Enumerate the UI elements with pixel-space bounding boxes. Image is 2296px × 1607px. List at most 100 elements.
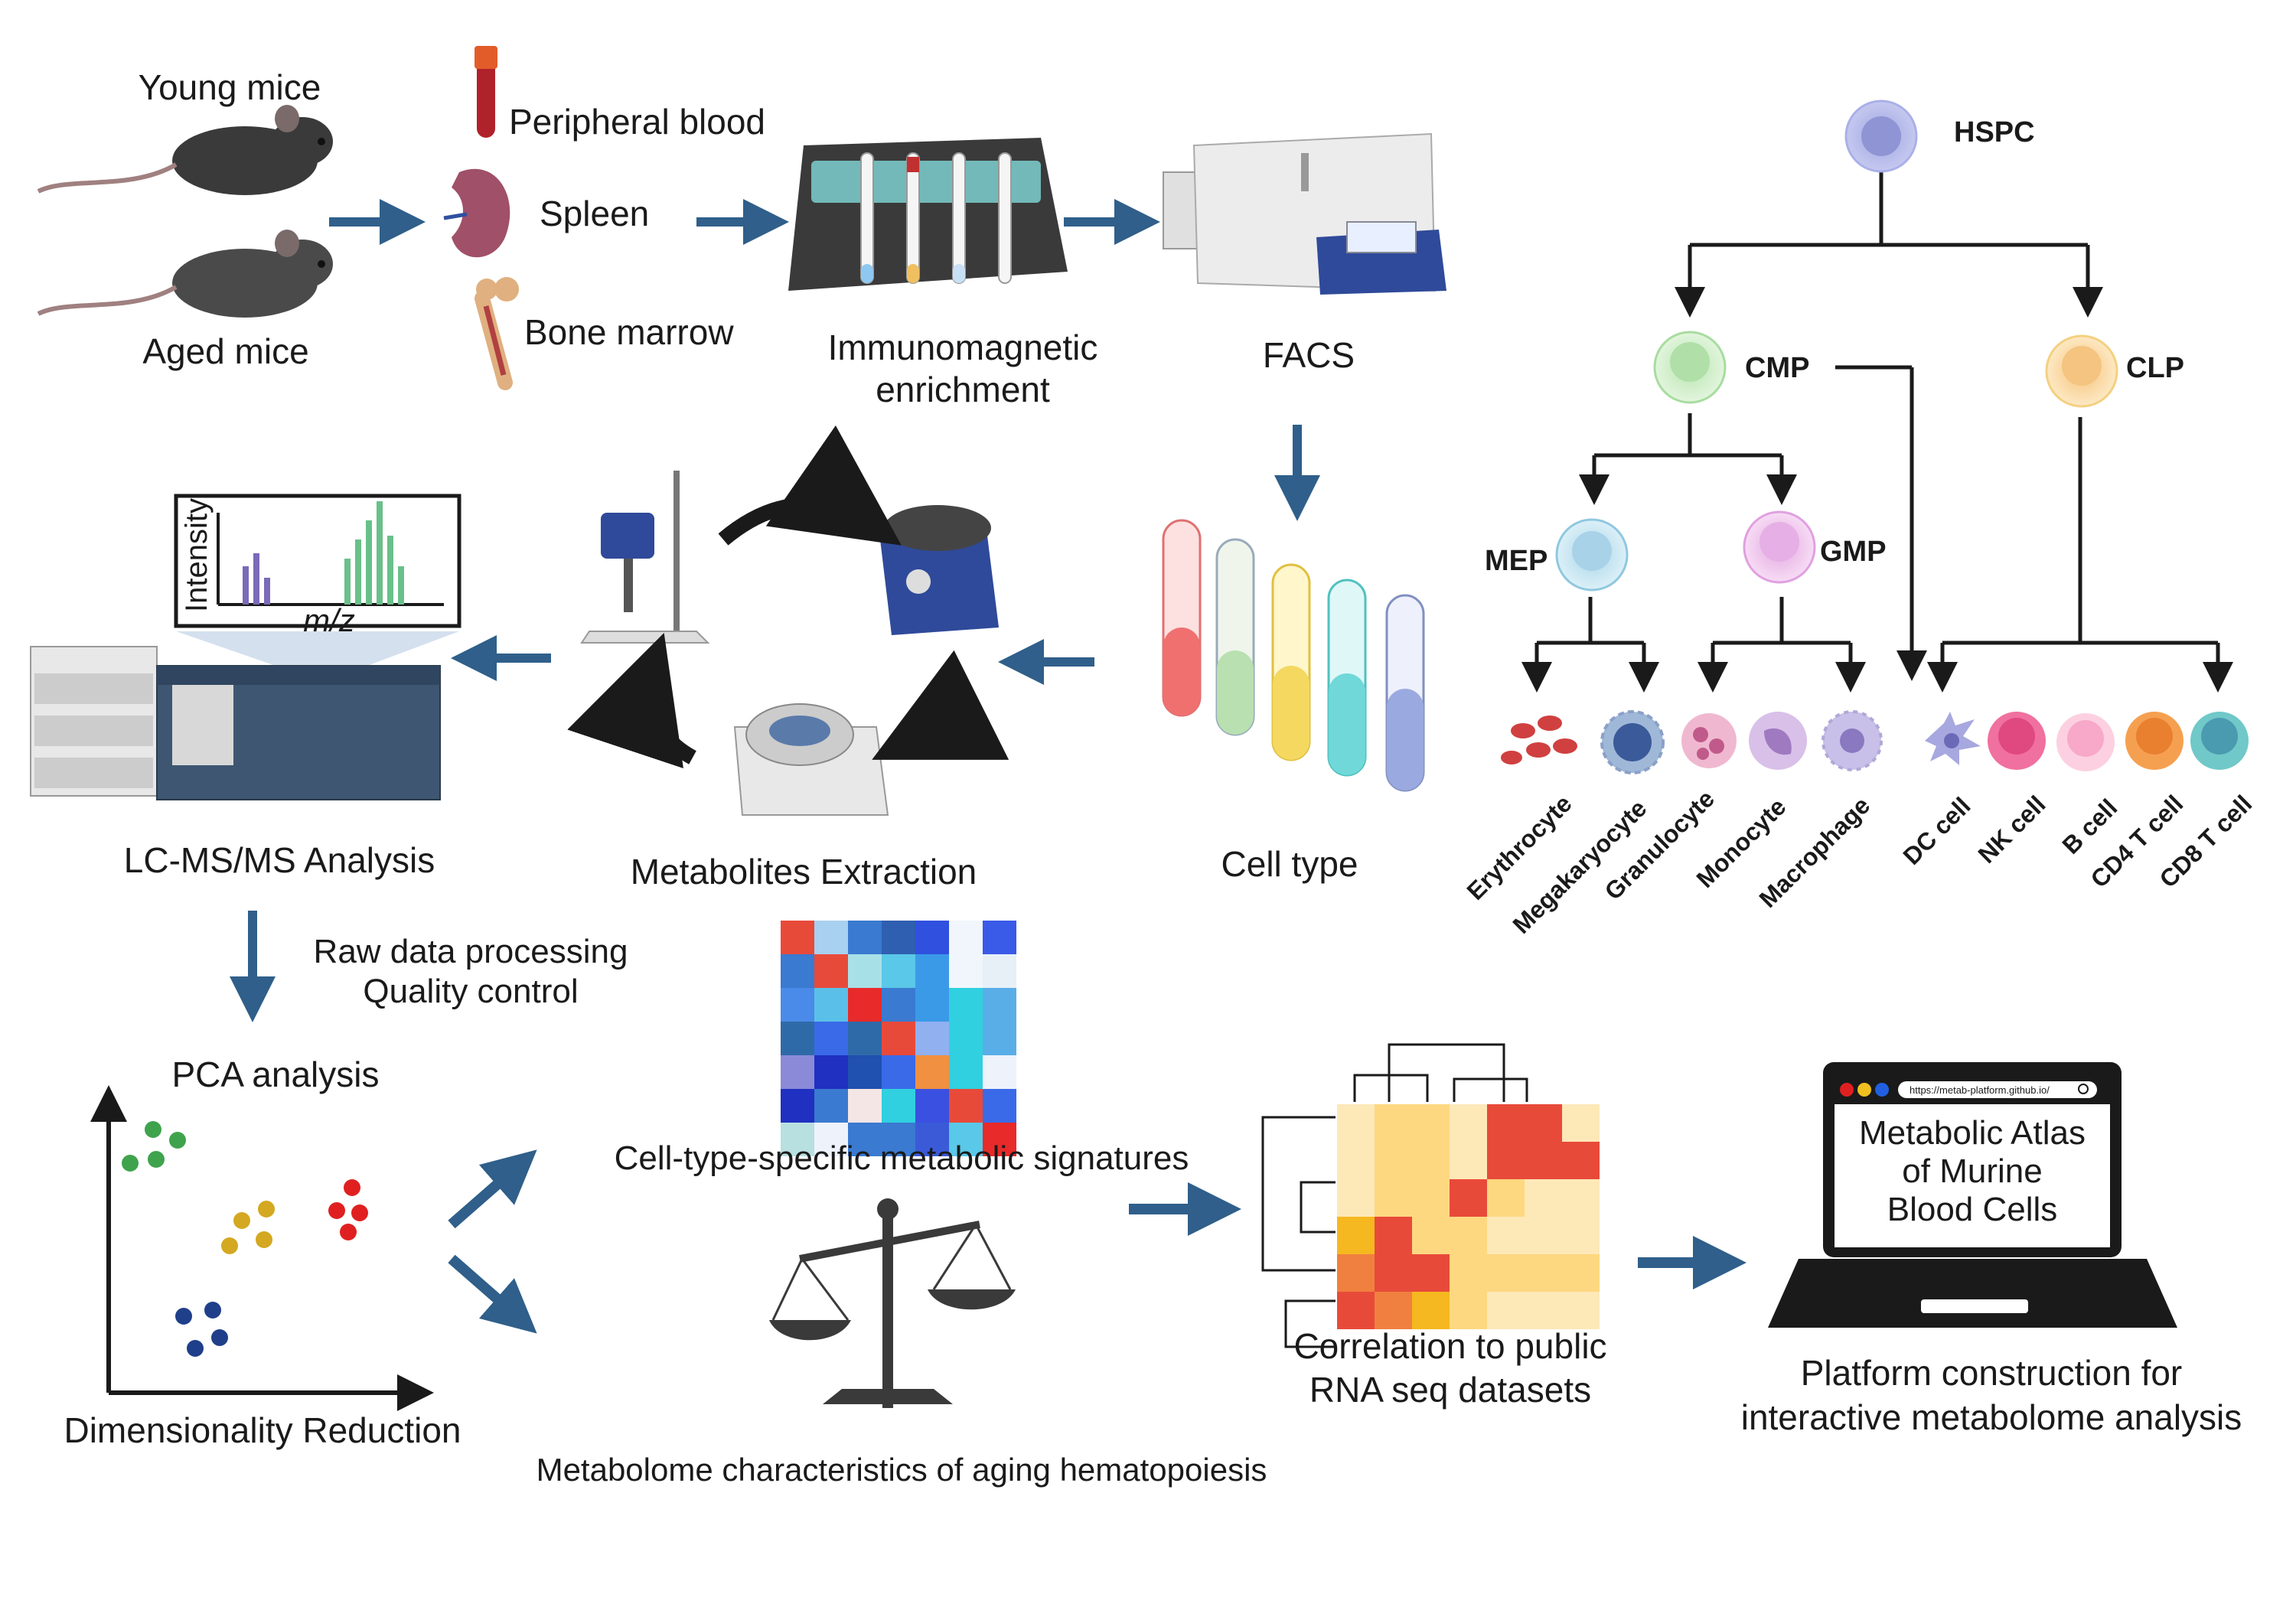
cmp-label: CMP xyxy=(1745,352,1809,384)
heatmap-cell xyxy=(949,988,983,1022)
bone-marrow-label: Bone marrow xyxy=(524,312,734,352)
heatmap-cell xyxy=(1375,1104,1412,1142)
heatmap-cell xyxy=(1525,1142,1562,1179)
heatmap-cell xyxy=(781,988,814,1022)
facs-machine-icon xyxy=(1163,132,1446,295)
search-icon[interactable] xyxy=(2078,1084,2089,1094)
heatmap-cell xyxy=(882,988,915,1022)
spectrum-ylabel: Intensity xyxy=(180,498,214,612)
pca-point xyxy=(233,1212,250,1229)
cell-type-label: Cell type xyxy=(1221,844,1358,884)
immunomagnetic-label-1: Immunomagnetic xyxy=(828,328,1098,367)
macrophage-cell-icon xyxy=(1821,710,1883,771)
platform-label-1: Platform construction for xyxy=(1801,1353,2183,1393)
sonicator-icon xyxy=(580,471,710,644)
heatmap-cell xyxy=(1375,1292,1412,1329)
young-mice-label: Young mice xyxy=(139,67,321,107)
heatmap-cell xyxy=(781,1055,814,1089)
pca-plot xyxy=(90,1085,434,1411)
metabolites-extraction-label: Metabolites Extraction xyxy=(631,852,977,892)
heatmap-cell xyxy=(882,954,915,988)
heatmap-cell xyxy=(1337,1217,1375,1254)
heatmap-cell xyxy=(949,1022,983,1055)
heatmap-cell xyxy=(1562,1179,1600,1217)
clp-cell-icon xyxy=(2045,334,2118,408)
cd4-t-cell-icon xyxy=(2125,712,2183,770)
heatmap-cell xyxy=(1375,1179,1412,1217)
cycle-arrow-right xyxy=(872,650,1009,760)
pca-point xyxy=(256,1231,272,1248)
heatmap-cell xyxy=(814,954,848,988)
dc-cell-icon xyxy=(1925,712,1981,765)
heatmap-cell xyxy=(1450,1142,1487,1179)
monocyte-cell-icon xyxy=(1749,712,1807,770)
heatmap-cell xyxy=(949,1055,983,1089)
heatmap-cell xyxy=(814,1022,848,1055)
heatmap-cell xyxy=(915,1089,949,1123)
nk-cell-icon xyxy=(1988,712,2046,770)
browser-dot-blue xyxy=(1875,1083,1889,1097)
heatmap-cell xyxy=(1562,1217,1600,1254)
heatmap-cell xyxy=(1412,1254,1450,1292)
heatmap-cell xyxy=(848,1022,882,1055)
heatmap-cell xyxy=(1412,1142,1450,1179)
pca-point xyxy=(204,1302,221,1319)
cycle-arrow-left xyxy=(567,633,697,769)
heatmap-cell xyxy=(1487,1142,1525,1179)
heatmap-cell xyxy=(781,954,814,988)
blood-tube-icon xyxy=(475,46,497,138)
url-field[interactable] xyxy=(1898,1081,2097,1098)
heatmap-cell xyxy=(1412,1179,1450,1217)
raw-data-processing-label: Raw data processing xyxy=(314,933,628,970)
heatmap-cell xyxy=(915,1022,949,1055)
young-mouse-icon xyxy=(37,105,333,195)
heatmap-cell xyxy=(1487,1104,1525,1142)
spectrum-plot: Intensity m/z xyxy=(174,494,461,638)
arrow-pca-to-aging xyxy=(448,1254,537,1334)
heatmap-cell xyxy=(983,921,1016,954)
heatmap-cell xyxy=(1450,1104,1487,1142)
dendrogram-left xyxy=(1261,1116,1336,1348)
heatmap-cell xyxy=(1562,1292,1600,1329)
atlas-title-1: Metabolic Atlas xyxy=(1859,1114,2086,1152)
spleen-icon xyxy=(443,168,510,258)
cycle-arrow-top xyxy=(718,425,902,546)
heatmap-cell xyxy=(915,1123,949,1156)
clp-label: CLP xyxy=(2126,352,2184,384)
heatmap-cell xyxy=(781,1123,814,1156)
pca-point xyxy=(187,1340,204,1357)
cell-type-tubes-icon xyxy=(1162,519,1425,792)
dimensionality-reduction-label: Dimensionality Reduction xyxy=(64,1410,461,1450)
heatmap-cell xyxy=(983,954,1016,988)
quality-control-label: Quality control xyxy=(363,973,578,1010)
heatmap-cell xyxy=(781,1089,814,1123)
magnetic-rack-icon xyxy=(788,138,1068,291)
url-text: https://metab-platform.github.io/ xyxy=(1910,1084,2050,1096)
heatmap-cell xyxy=(1562,1254,1600,1292)
nk-cell-label: NK cell xyxy=(1972,790,2050,869)
correlation-label-2: RNA seq datasets xyxy=(1309,1370,1591,1410)
hspc-label: HSPC xyxy=(1954,116,2035,148)
heatmap-cell xyxy=(1525,1254,1562,1292)
bone-marrow-icon xyxy=(475,277,519,390)
heatmap-cell xyxy=(915,954,949,988)
heatmap-cell xyxy=(1412,1292,1450,1329)
heatmap-cell xyxy=(1337,1292,1375,1329)
pca-point xyxy=(175,1308,192,1325)
heatmap-cell xyxy=(949,1123,983,1156)
spectrum-projection xyxy=(176,631,459,666)
pca-point xyxy=(258,1201,275,1217)
pca-point xyxy=(169,1132,186,1149)
heatmap-cell xyxy=(1525,1292,1562,1329)
heatmap-cell xyxy=(1412,1104,1450,1142)
atlas-title-3: Blood Cells xyxy=(1887,1191,2058,1228)
pca-point xyxy=(351,1204,368,1221)
heatmap-cell xyxy=(814,1055,848,1089)
vortex-mixer-icon xyxy=(880,505,999,635)
facs-label: FACS xyxy=(1263,335,1355,375)
heatmap-cell xyxy=(1487,1254,1525,1292)
browser-bar: https://metab-platform.github.io/ xyxy=(1835,1075,2110,1104)
heatmap-cell xyxy=(983,1055,1016,1089)
heatmap-cell xyxy=(1525,1217,1562,1254)
